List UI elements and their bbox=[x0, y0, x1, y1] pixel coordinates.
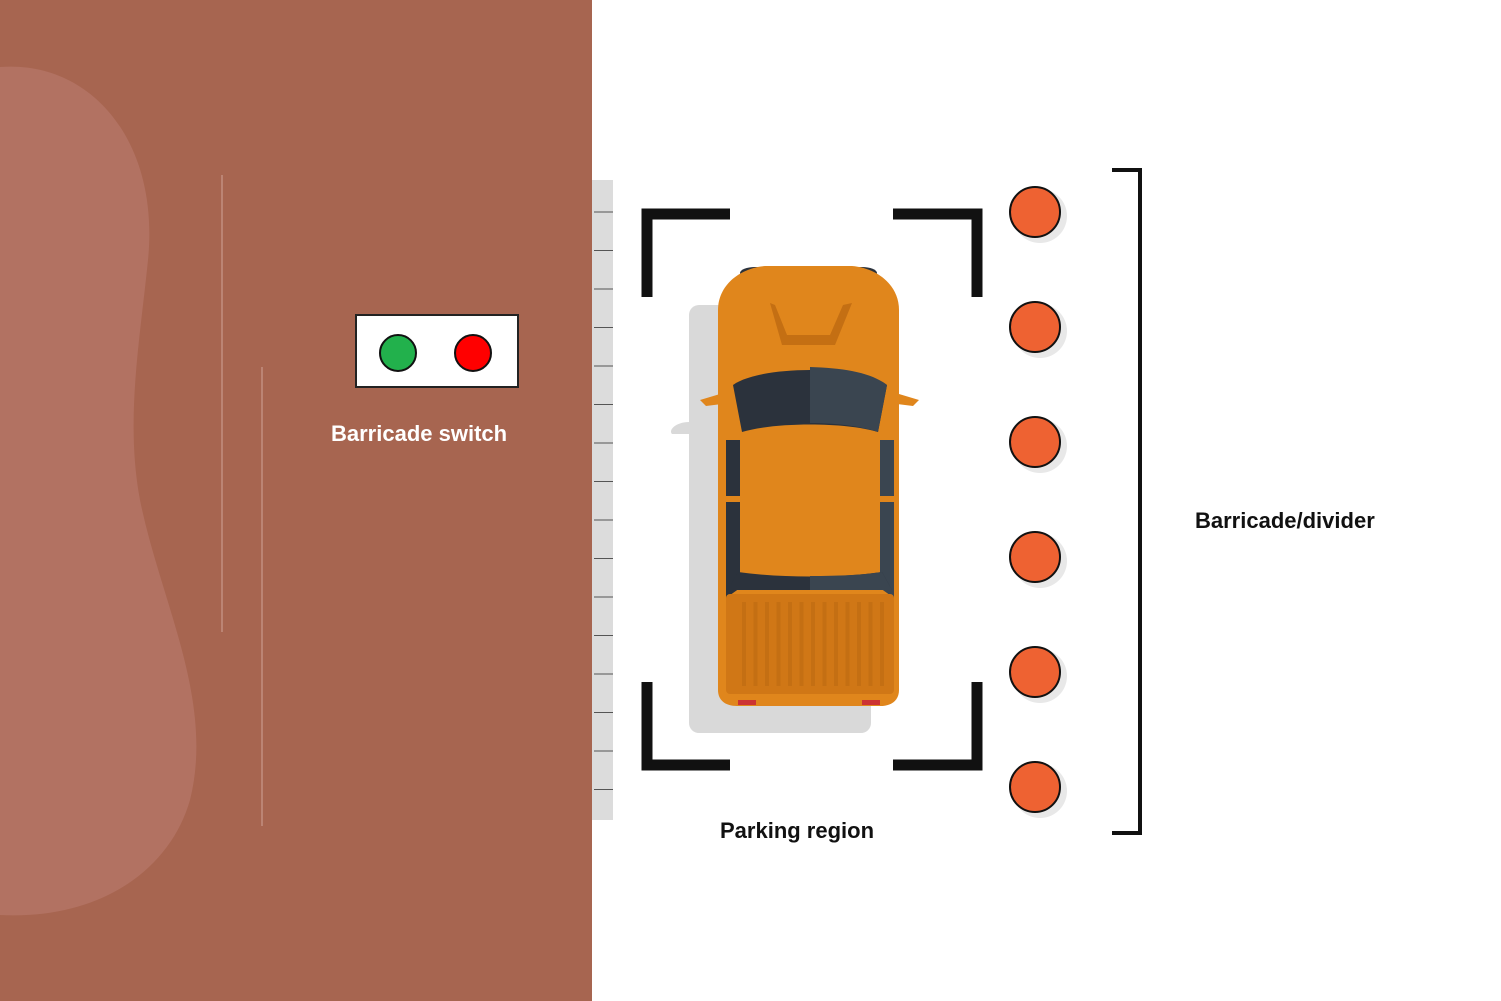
car-tail-light-left bbox=[738, 700, 756, 705]
red-light-button[interactable] bbox=[454, 334, 492, 372]
truck-bed-rib bbox=[868, 602, 873, 686]
car-window-pillar-left bbox=[726, 496, 740, 502]
bracket-top-right bbox=[893, 208, 983, 297]
truck-bed-rib bbox=[742, 602, 746, 686]
bollard-icon bbox=[1009, 416, 1061, 468]
truck-bed-rib bbox=[880, 602, 884, 686]
car-window-pillar-right bbox=[880, 496, 894, 502]
truck-bed-rib bbox=[799, 602, 804, 686]
car-side-window-left bbox=[726, 440, 740, 598]
car-truck-bed-ribs bbox=[742, 602, 884, 686]
parking-region-label: Parking region bbox=[720, 818, 875, 843]
truck-bed-rib bbox=[765, 602, 769, 686]
bracket-bottom-right bbox=[893, 682, 983, 771]
car-hood-crease bbox=[770, 303, 852, 345]
curb-ticks bbox=[594, 211, 613, 790]
bollard-group bbox=[1009, 186, 1067, 818]
truck-bed-rib bbox=[845, 602, 850, 686]
car-tail-light-right bbox=[862, 700, 880, 705]
truck-bed-rib bbox=[753, 602, 758, 686]
green-light-button[interactable] bbox=[379, 334, 417, 372]
truck-bed-rib bbox=[834, 602, 838, 686]
bollard-icon bbox=[1009, 301, 1061, 353]
building-wall bbox=[0, 0, 592, 1001]
car-windshield-right bbox=[810, 367, 887, 432]
car-shadow-mirror bbox=[670, 422, 689, 434]
truck-bed-rib bbox=[788, 602, 792, 686]
truck-bed-rib bbox=[822, 602, 827, 686]
bollard-icon bbox=[1009, 531, 1061, 583]
wall-decoration bbox=[0, 66, 263, 916]
car-rear-window-right bbox=[810, 572, 892, 590]
bracket-top-left bbox=[641, 208, 730, 297]
wall-highlight-shape bbox=[0, 66, 197, 916]
truck-bed-rib bbox=[857, 602, 861, 686]
barricade-divider-label: Barricade/divider bbox=[1195, 508, 1375, 533]
bollard-icon bbox=[1009, 761, 1061, 813]
parking-region-brackets bbox=[641, 208, 983, 771]
barricade-switch-panel[interactable] bbox=[355, 314, 519, 388]
bollard-icon bbox=[1009, 646, 1061, 698]
bollard-icon bbox=[1009, 186, 1061, 238]
car-mirror-right bbox=[897, 394, 919, 406]
car-mirror-left bbox=[700, 394, 722, 406]
bracket-bottom-left bbox=[641, 682, 730, 771]
truck-bed-rib bbox=[811, 602, 815, 686]
car-side-window-right bbox=[880, 440, 894, 598]
barricade-bracket-icon bbox=[1112, 168, 1142, 835]
car-top-view-icon bbox=[670, 266, 919, 733]
truck-bed-rib bbox=[776, 602, 781, 686]
barricade-switch-label: Barricade switch bbox=[331, 421, 508, 446]
curb-strip bbox=[592, 180, 613, 820]
curb-icon bbox=[592, 180, 613, 820]
